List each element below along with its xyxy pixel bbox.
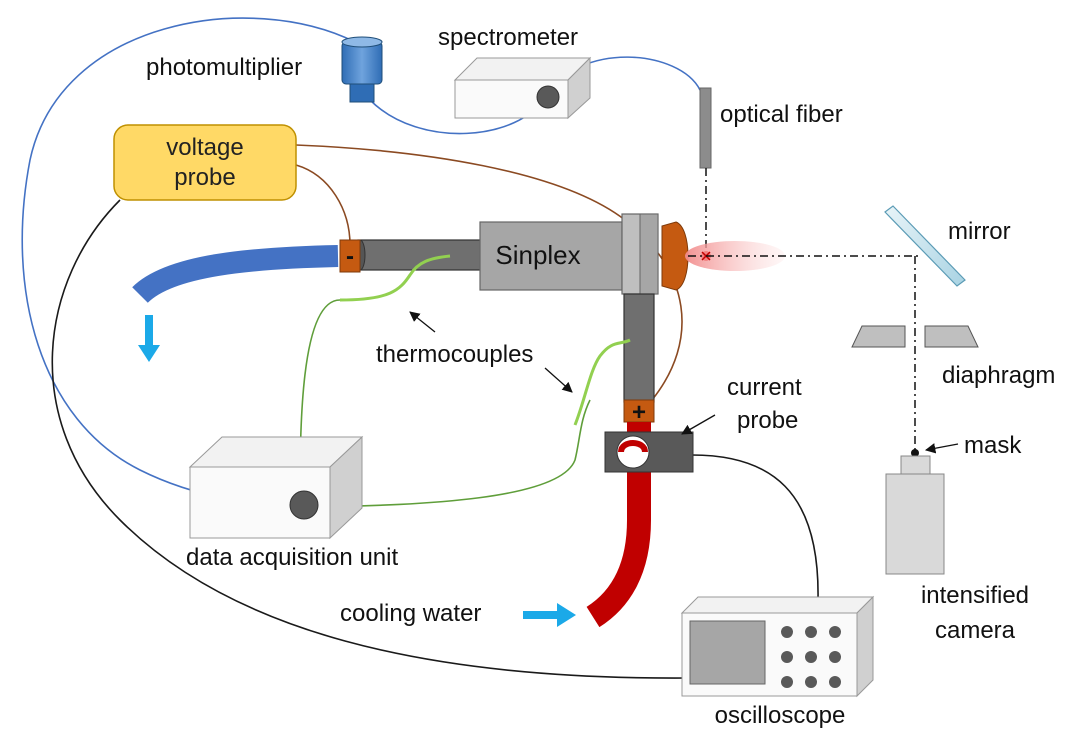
voltage-probe-wire-anode (295, 144, 683, 401)
current-probe-icon (604, 431, 694, 473)
current-probe-label-line2: probe (737, 407, 798, 434)
mirror-icon (884, 205, 966, 287)
voltage-probe-label-line1: voltage (166, 134, 243, 161)
mask-icon (911, 449, 919, 457)
thermocouples-label: thermocouples (376, 341, 533, 368)
diaphragm-right (924, 325, 979, 348)
sinplex-body (479, 221, 623, 291)
optical-fiber-icon (699, 87, 712, 169)
minus-sign: - (346, 243, 354, 270)
intensified-camera-icon (885, 455, 945, 575)
data-acquisition-unit-icon (188, 435, 364, 540)
cooling-water-outlet-hose (132, 245, 339, 304)
photomultiplier-label: photomultiplier (146, 54, 302, 81)
voltage-probe-box (113, 124, 297, 201)
diaphragm-left (851, 325, 906, 348)
thermocouple-tip-1 (339, 254, 451, 302)
water-inlet-arrow (523, 603, 576, 627)
oscilloscope-label: oscilloscope (715, 702, 846, 729)
optical-fiber-label: optical fiber (720, 101, 843, 128)
thermocouple-tip-2 (573, 338, 631, 426)
cooling-water-label: cooling water (340, 600, 481, 627)
water-outlet-arrow (138, 315, 160, 362)
plus-sign: + (632, 399, 646, 426)
photomultiplier-icon (341, 36, 383, 103)
voltage-probe-wire-cathode (295, 164, 351, 246)
current-probe-oscilloscope-cable (691, 454, 819, 601)
plasma-jet (685, 241, 785, 271)
anode-nozzle (661, 221, 689, 291)
thermocouples-pointer-1 (409, 311, 436, 333)
voltage-probe-label-line2: probe (174, 164, 235, 191)
spectrometer-label: spectrometer (438, 24, 578, 51)
mask-label: mask (964, 432, 1022, 459)
mirror-label: mirror (948, 218, 1011, 245)
mask-pointer (924, 443, 959, 454)
current-probe-pointer (681, 414, 716, 435)
oscilloscope-icon (680, 595, 875, 698)
sinplex-label: Sinplex (495, 240, 580, 270)
diaphragm-label: diaphragm (942, 362, 1055, 389)
cooling-water-inlet-hose (586, 422, 651, 628)
thermocouples-pointer-2 (544, 367, 573, 393)
current-probe-label-line1: current (727, 374, 802, 401)
anode-tube (623, 293, 655, 403)
voltage-probe-oscilloscope-cable (51, 199, 691, 679)
spectrometer-icon (453, 56, 592, 120)
thermocouple-wire-2 (317, 399, 591, 508)
intensified-camera-label-line2: camera (935, 617, 1016, 644)
data-acquisition-unit-label: data acquisition unit (186, 544, 398, 571)
intensified-camera-label-line1: intensified (921, 582, 1029, 609)
cathode-electrode (339, 239, 361, 273)
